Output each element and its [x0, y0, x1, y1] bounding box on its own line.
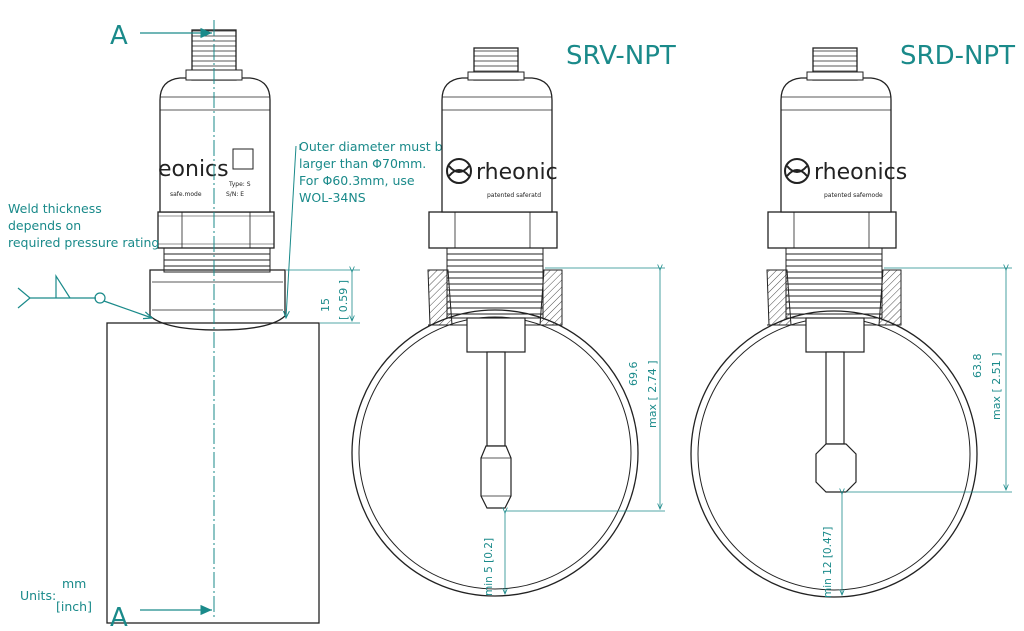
weld-symbol [17, 273, 152, 318]
srv-probe-stem [486, 351, 506, 447]
srd-hex-nut [767, 211, 897, 249]
left-label-type: Type: S [228, 181, 251, 188]
dim-15-inch: [ 0.59 ] [337, 280, 350, 320]
left-sensor-body [159, 77, 271, 213]
srv-title: SRV-NPT [566, 41, 676, 71]
srd-logo-icon [784, 158, 810, 184]
left-hex-nut [157, 211, 275, 249]
left-label-box [232, 148, 254, 170]
weld-fitting [149, 269, 286, 331]
vessel-body [106, 322, 320, 624]
srd-thread [785, 247, 883, 319]
srv-thread [446, 247, 544, 319]
weld-note-line1: Weld thickness [8, 201, 102, 216]
srv-dim-max: 69.6 [627, 362, 640, 387]
units-mm: mm [62, 576, 86, 591]
section-label-bottom: A [110, 603, 128, 631]
weld-note-line3: required pressure rating [8, 235, 159, 250]
srd-dim-max: 63.8 [971, 354, 984, 379]
left-brand-text: eonics [158, 157, 229, 182]
left-label-mode: safe.mode [170, 191, 202, 198]
srv-small-text: patented saferatd [487, 192, 541, 199]
srd-sensor-body [780, 77, 892, 213]
diameter-note-line1: Outer diameter must be [299, 139, 451, 154]
units-label: Units: [20, 588, 56, 603]
srv-logo-icon [446, 158, 472, 184]
diameter-note-line4: WOL-34NS [299, 190, 366, 205]
left-view: eonics Type: S S/N: E safe.mode A A Weld… [8, 20, 451, 631]
srv-dim-max-line2: max [ 2.74 ] [646, 360, 659, 428]
srv-hex-nut [428, 211, 558, 249]
weld-note-line2: depends on [8, 218, 81, 233]
dim-15: 15 [319, 298, 332, 312]
srd-small-text: patented safemode [824, 192, 883, 199]
srd-title: SRD-NPT [900, 41, 1015, 71]
units-inch: [inch] [56, 599, 92, 614]
srd-view: SRD-NPT rheonics patented safemode [690, 41, 1015, 598]
left-label-sn: S/N: E [226, 191, 244, 198]
left-thread [163, 245, 271, 273]
srd-probe-tip [815, 443, 857, 493]
srd-brand-text: rheonics [814, 160, 907, 185]
srv-brand-text: rheonic [476, 160, 558, 185]
srv-view: SRV-NPT rheonic patented saferatd [351, 41, 676, 597]
srd-probe-stem [825, 351, 845, 445]
diameter-note-line2: larger than Φ70mm. [299, 156, 426, 171]
srd-dim-min: min 12 [0.47] [822, 527, 834, 598]
srv-probe-tip [480, 445, 512, 509]
srv-dim-min: min 5 [0.2] [483, 538, 495, 596]
section-label-top: A [110, 21, 128, 51]
srd-dim-max-line2: max [ 2.51 ] [990, 352, 1003, 420]
diameter-note-line3: For Φ60.3mm, use [299, 173, 415, 188]
